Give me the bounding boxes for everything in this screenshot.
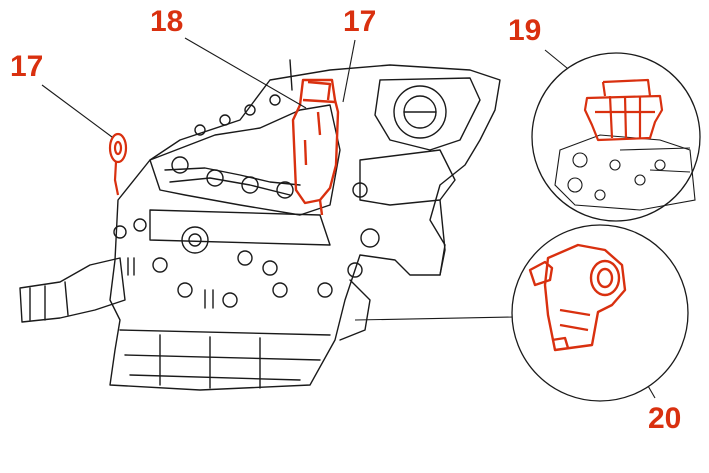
callout-17-top: 17 [343,5,376,38]
component-20-highlight [528,243,627,352]
callout-20: 20 [648,402,681,435]
sensor-17-left-highlight [108,132,128,196]
callout-17-left: 17 [10,50,43,83]
component-19-highlight [583,78,664,142]
detail-view-19 [531,52,701,222]
callout-19: 19 [508,14,541,47]
component-18-highlight [291,78,340,216]
callout-18: 18 [150,5,183,38]
engine-line-art [19,59,501,391]
detail-view-20 [511,224,689,402]
